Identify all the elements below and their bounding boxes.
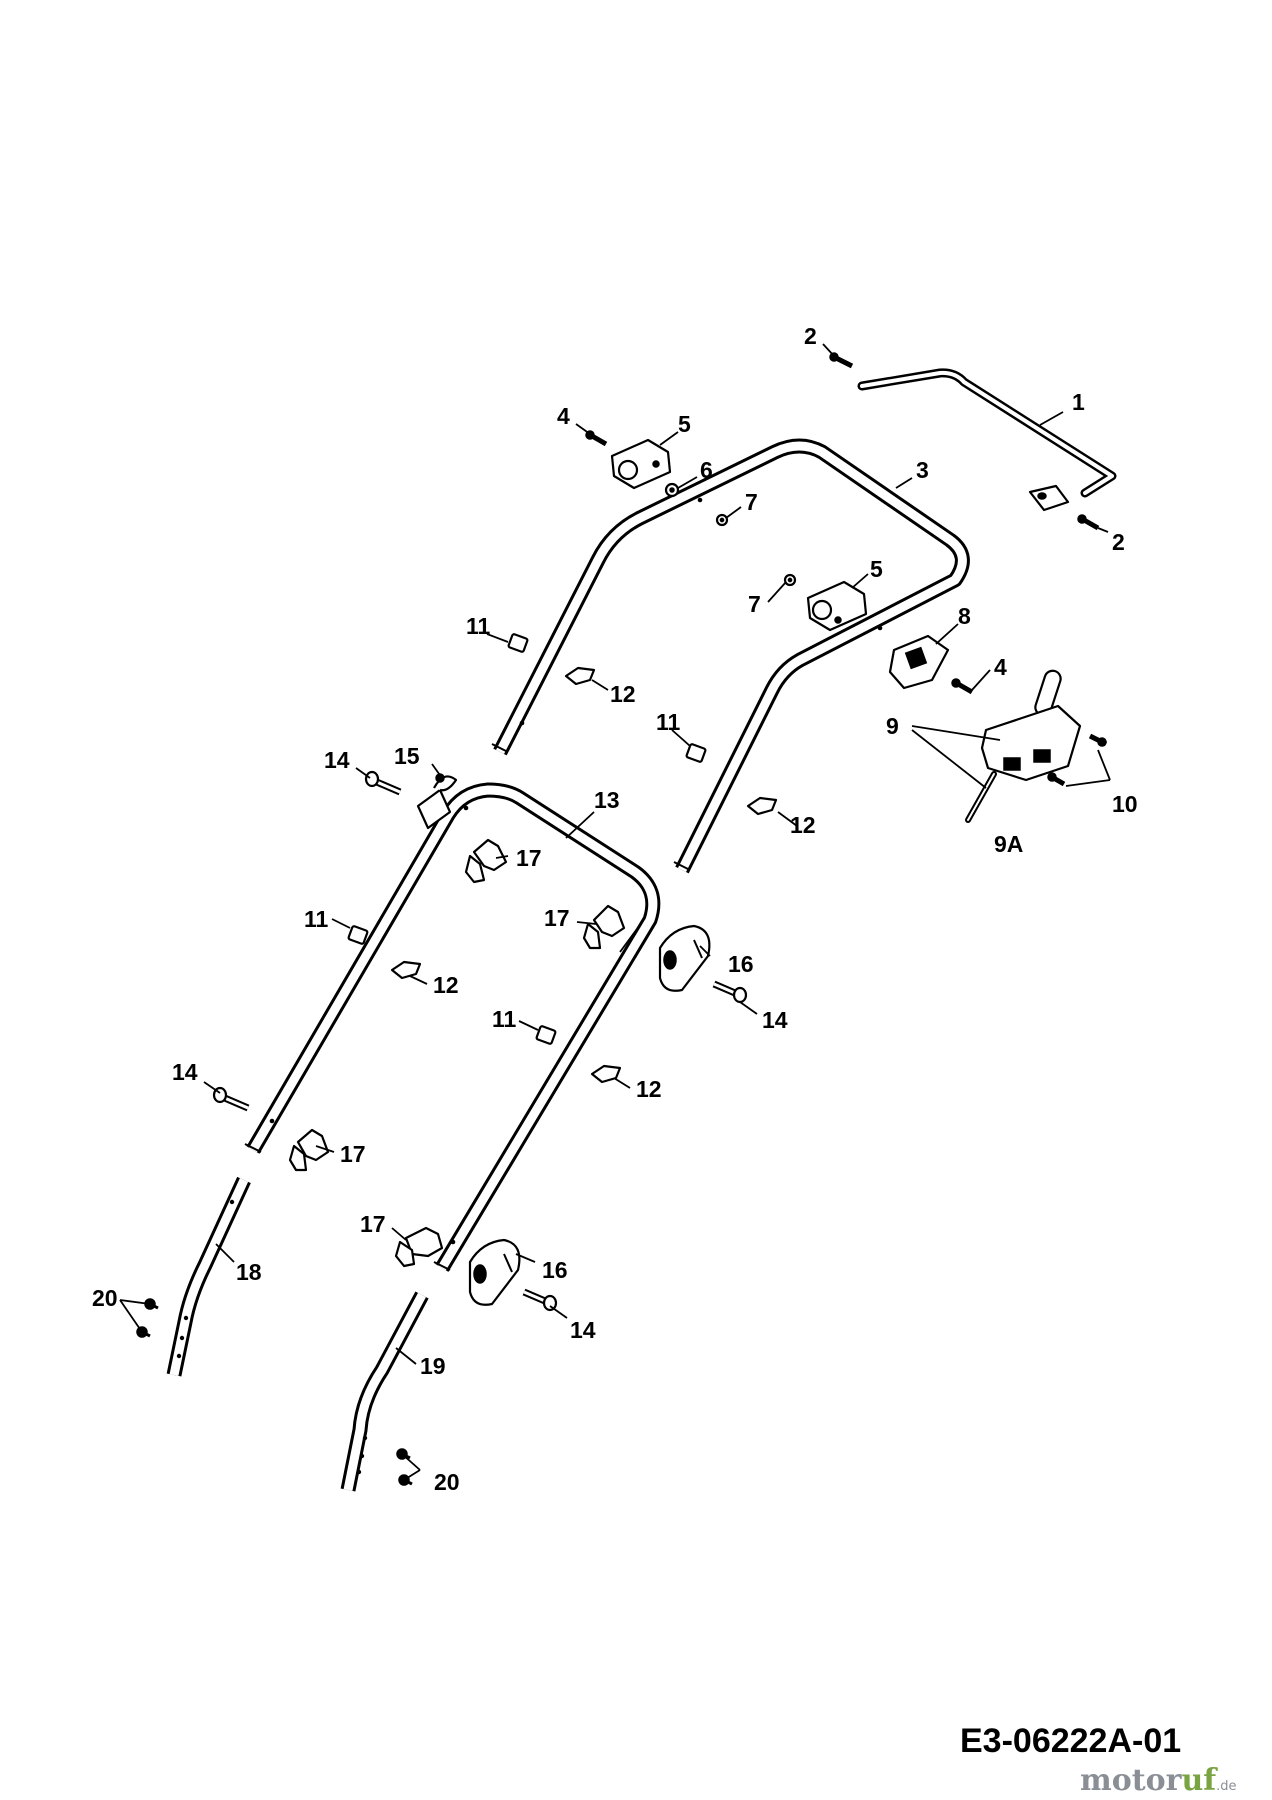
part-3-upper-handle xyxy=(491,438,970,874)
part-14-bolt-d xyxy=(522,1288,558,1312)
svg-text:motoruf.de: motoruf.de xyxy=(1080,1763,1237,1798)
callout-9a: 9A xyxy=(994,831,1023,857)
part-1-control-rod xyxy=(857,368,1117,512)
part-17-wing-nut-c xyxy=(288,1128,330,1172)
callout-17a: 17 xyxy=(516,845,542,871)
callout-12b: 12 xyxy=(790,812,816,838)
callout-14b: 14 xyxy=(762,1007,788,1033)
watermark-name-b: uf xyxy=(1181,1763,1218,1798)
part-12-spacer-c xyxy=(390,960,422,980)
part-7-nut-a xyxy=(715,513,729,527)
part-4-screw-b xyxy=(951,678,974,695)
callout-labels: 1 2 2 3 4 4 5 5 6 7 7 8 9 9A 10 11 11 11… xyxy=(92,323,1138,1495)
part-16-clamp-lever-lower xyxy=(468,1238,521,1306)
callout-4b: 4 xyxy=(994,654,1007,680)
watermark-name-a: motor xyxy=(1080,1763,1183,1798)
callout-1: 1 xyxy=(1072,389,1085,415)
part-17-wing-nut-d xyxy=(394,1226,444,1268)
callout-13: 13 xyxy=(594,787,620,813)
part-8-lever-mount xyxy=(888,634,950,690)
part-10-screw-b xyxy=(1047,772,1066,787)
callout-8: 8 xyxy=(958,603,971,629)
part-12-spacer-a xyxy=(564,666,596,686)
callout-7a: 7 xyxy=(745,489,758,515)
callout-5a: 5 xyxy=(678,411,691,437)
part-11-clip-c xyxy=(347,925,369,945)
callout-6: 6 xyxy=(700,457,713,483)
part-11-clip-d xyxy=(535,1025,557,1045)
part-16-clamp-lever-upper xyxy=(658,924,711,992)
part-11-clip-b xyxy=(685,743,707,763)
callout-17c: 17 xyxy=(340,1141,366,1167)
callout-11d: 11 xyxy=(492,1006,517,1032)
callout-18: 18 xyxy=(236,1259,262,1285)
callout-16b: 16 xyxy=(542,1257,568,1283)
watermark-logo: motoruf.de xyxy=(1080,1763,1237,1798)
callout-12d: 12 xyxy=(636,1076,662,1102)
callout-11b: 11 xyxy=(656,709,681,735)
part-17-wing-nut-b xyxy=(582,904,626,950)
callout-14d: 14 xyxy=(570,1317,596,1343)
callout-20b: 20 xyxy=(434,1469,460,1495)
part-9-lever-housing xyxy=(980,669,1082,782)
part-20-screws-left xyxy=(136,1298,159,1338)
callout-10: 10 xyxy=(1112,791,1138,817)
part-17-wing-nut-a xyxy=(464,838,508,884)
callout-2a: 2 xyxy=(804,323,817,349)
callout-12a: 12 xyxy=(610,681,636,707)
callout-16a: 16 xyxy=(728,951,754,977)
part-10-screw-a xyxy=(1088,733,1108,747)
part-18-left-lower-tube xyxy=(166,1176,251,1377)
callout-2b: 2 xyxy=(1112,529,1125,555)
part-12-spacer-b xyxy=(746,796,778,816)
callout-11c: 11 xyxy=(304,906,329,932)
part-14-bolt-c xyxy=(212,1086,250,1112)
callout-5b: 5 xyxy=(870,556,883,582)
callout-4a: 4 xyxy=(557,403,570,429)
callout-14a: 14 xyxy=(324,747,350,773)
leader-lines xyxy=(119,343,1111,1481)
part-15-cable-clip xyxy=(416,773,458,830)
part-5-bracket-lower xyxy=(806,580,868,632)
callout-7b: 7 xyxy=(748,591,761,617)
callout-17b: 17 xyxy=(544,905,570,931)
callout-12c: 12 xyxy=(433,972,459,998)
callout-17d: 17 xyxy=(360,1211,386,1237)
part-2-screw-b xyxy=(1077,514,1100,531)
callout-19: 19 xyxy=(420,1353,446,1379)
part-6-nut xyxy=(664,482,680,498)
part-13-lower-handle xyxy=(244,782,661,1272)
part-14-bolt-b xyxy=(712,980,748,1004)
part-9a-pin xyxy=(965,771,997,823)
callout-14c: 14 xyxy=(172,1059,198,1085)
part-12-spacer-d xyxy=(590,1064,622,1084)
part-11-clip-a xyxy=(507,633,529,653)
drawing-code: E3-06222A-01 xyxy=(960,1722,1181,1760)
callout-15: 15 xyxy=(394,743,420,769)
watermark-tld: .de xyxy=(1216,1779,1236,1794)
callout-20a: 20 xyxy=(92,1285,118,1311)
callout-9: 9 xyxy=(886,713,899,739)
part-7-nut-b xyxy=(783,573,797,587)
part-19-right-lower-tube xyxy=(340,1291,429,1492)
callout-11a: 11 xyxy=(466,613,491,639)
callout-3: 3 xyxy=(916,457,929,483)
part-5-bracket-upper xyxy=(610,438,672,490)
part-14-bolt-a xyxy=(364,770,402,796)
